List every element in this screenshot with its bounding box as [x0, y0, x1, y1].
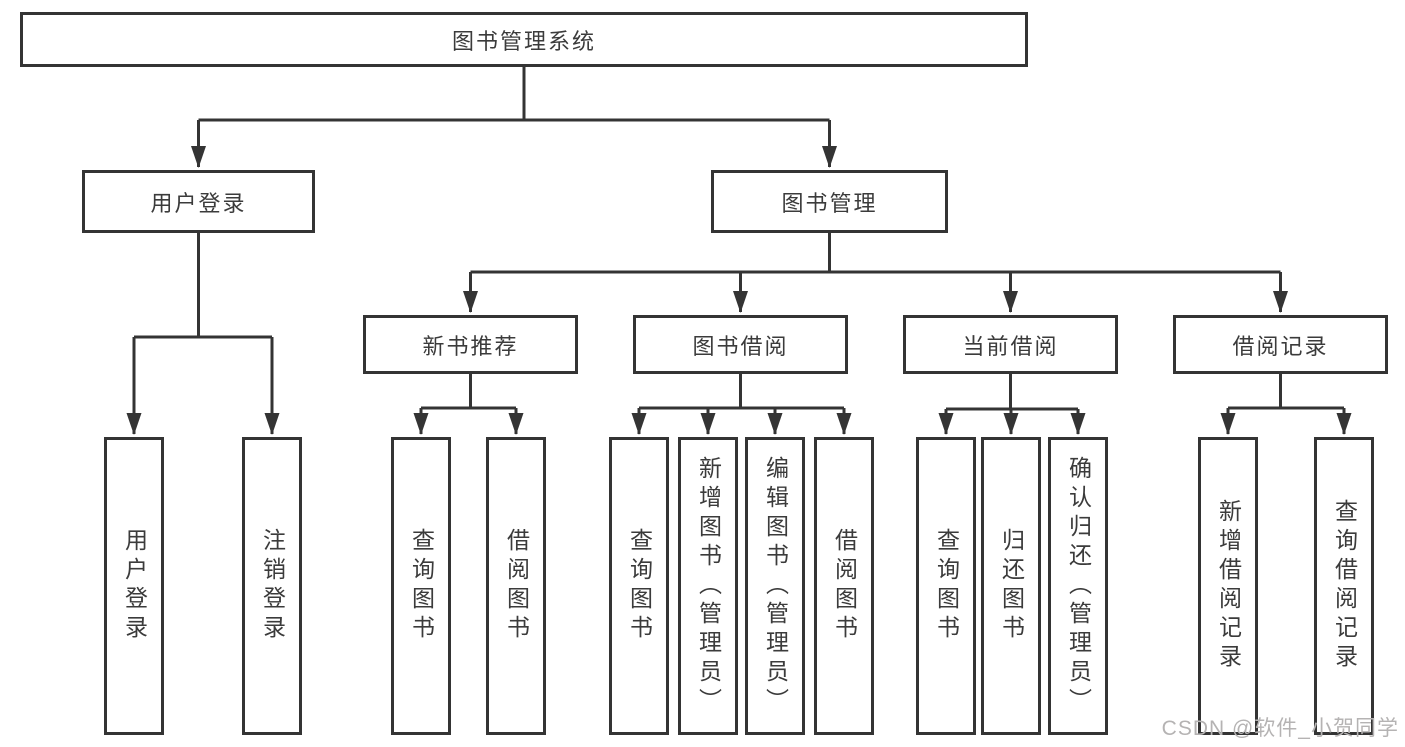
node-borrow-records: 借阅记录 [1173, 315, 1388, 374]
leaf-label: 查询图书 [626, 528, 653, 644]
node-label: 当前借阅 [962, 333, 1059, 359]
leaf-label: 确认归还（管理员） [1065, 455, 1092, 717]
leaf-query-borrow-record: 查询借阅记录 [1314, 437, 1374, 735]
leaf-add-book-admin: 新增图书（管理员） [678, 437, 738, 735]
leaf-confirm-return-admin: 确认归还（管理员） [1048, 437, 1108, 735]
leaf-logout: 注销登录 [242, 437, 302, 735]
leaf-edit-book-admin: 编辑图书（管理员） [745, 437, 805, 735]
node-label: 借阅记录 [1232, 333, 1329, 359]
leaf-label: 用户登录 [121, 528, 148, 644]
node-new-book-recommend: 新书推荐 [363, 315, 578, 374]
node-label: 新书推荐 [422, 333, 519, 359]
csdn-watermark: CSDN @软件_小贺同学 [1161, 717, 1399, 740]
leaf-borrow-books-borrow: 借阅图书 [814, 437, 874, 735]
node-label: 用户登录 [150, 190, 247, 216]
leaf-label: 归还图书 [998, 528, 1025, 644]
leaf-add-borrow-record: 新增借阅记录 [1198, 437, 1258, 735]
leaf-label: 查询借阅记录 [1331, 499, 1358, 673]
leaf-return-books: 归还图书 [981, 437, 1041, 735]
node-user-login: 用户登录 [82, 170, 315, 233]
leaf-label: 借阅图书 [503, 528, 530, 644]
node-book-borrow: 图书借阅 [633, 315, 848, 374]
leaf-query-books-recommend: 查询图书 [391, 437, 451, 735]
leaf-label: 编辑图书（管理员） [762, 455, 789, 717]
leaf-query-books-current: 查询图书 [916, 437, 976, 735]
leaf-label: 新增图书（管理员） [695, 455, 722, 717]
node-root-system: 图书管理系统 [20, 12, 1028, 67]
node-label: 图书借阅 [692, 333, 789, 359]
leaf-user-login: 用户登录 [104, 437, 164, 735]
leaf-label: 新增借阅记录 [1215, 499, 1242, 673]
node-current-borrow: 当前借阅 [903, 315, 1118, 374]
leaf-label: 注销登录 [259, 528, 286, 644]
leaf-label: 查询图书 [933, 528, 960, 644]
leaf-label: 查询图书 [408, 528, 435, 644]
node-label: 图书管理系统 [451, 28, 596, 54]
leaf-label: 借阅图书 [831, 528, 858, 644]
leaf-borrow-books-recommend: 借阅图书 [486, 437, 546, 735]
leaf-query-books-borrow: 查询图书 [609, 437, 669, 735]
node-book-management: 图书管理 [711, 170, 948, 233]
node-label: 图书管理 [781, 190, 878, 216]
